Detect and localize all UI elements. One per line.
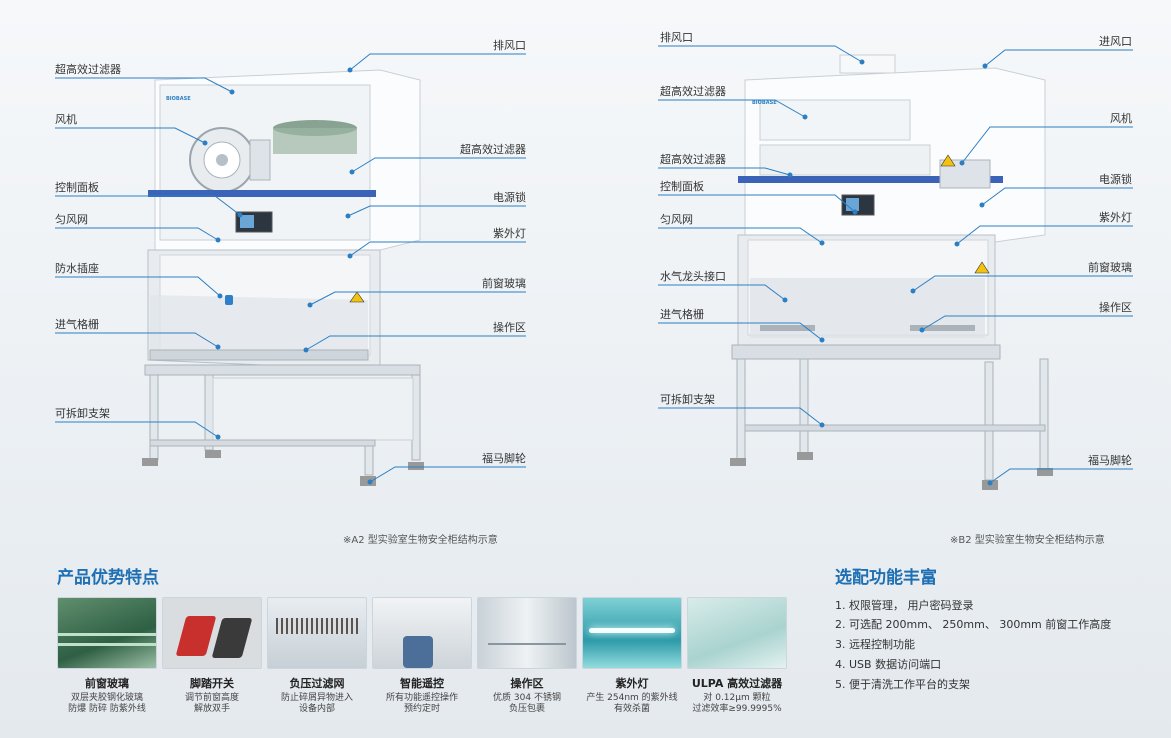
feature-ulpa-filter: ULPA 高效过滤器 对 0.12μm 颗粒 过滤效率≥99.9995% xyxy=(687,597,787,715)
a2-label-power-lock: 电源锁 xyxy=(493,191,526,204)
ulpa-filter-image xyxy=(687,597,787,669)
option-item: 5. 便于清洗工作平台的支架 xyxy=(835,678,970,691)
feature-desc: 预约定时 xyxy=(403,704,440,714)
feature-name: 负压过滤网 xyxy=(289,677,345,690)
feature-work-area: 操作区 优质 304 不锈钢 负压包裹 xyxy=(477,597,577,715)
b2-label-front-glass: 前窗玻璃 xyxy=(1088,261,1132,274)
b2-label-intake: 进风口 xyxy=(1099,35,1132,48)
features-title: 产品优势特点 xyxy=(57,568,159,588)
b2-label-diffuser: 匀风网 xyxy=(660,213,693,226)
a2-caption: ※A2 型实验室生物安全柜结构示意 xyxy=(343,535,498,546)
b2-label-grille: 进气格栅 xyxy=(660,308,704,321)
feature-negative-pressure-mesh: 负压过滤网 防止碎屑异物进入 设备内部 xyxy=(267,597,367,715)
b2-label-fan: 风机 xyxy=(1110,112,1132,125)
feature-desc: 解放双手 xyxy=(193,704,230,714)
a2-label-socket: 防水插座 xyxy=(55,262,99,275)
remote-image xyxy=(372,597,472,669)
options-title: 选配功能丰富 xyxy=(835,568,937,588)
feature-name: 脚踏开关 xyxy=(190,677,234,690)
feature-desc: 负压包裹 xyxy=(508,704,545,714)
feature-name: 紫外灯 xyxy=(615,677,649,690)
feature-desc: 过滤效率≥99.9995% xyxy=(692,704,782,714)
feature-remote-control: 智能遥控 所有功能遥控操作 预约定时 xyxy=(372,597,472,715)
a2-label-uv-lamp: 紫外灯 xyxy=(493,227,526,240)
b2-label-stand: 可拆卸支架 xyxy=(660,393,715,406)
b2-label-water-gas-tap: 水气龙头接口 xyxy=(660,270,726,283)
a2-label-ulpa-filter-top: 超高效过滤器 xyxy=(55,63,121,76)
option-item: 2. 可选配 200mm、 250mm、 300mm 前窗工作高度 xyxy=(835,618,1112,631)
glass-image xyxy=(57,597,157,669)
b2-cabinet-drawing xyxy=(730,54,1053,490)
feature-name: 操作区 xyxy=(510,677,544,690)
feature-desc: 有效杀菌 xyxy=(613,704,650,714)
work-area-image xyxy=(477,597,577,669)
feature-name: 智能遥控 xyxy=(400,677,444,690)
a2-label-casters: 福马脚轮 xyxy=(482,452,526,465)
option-item: 3. 远程控制功能 xyxy=(835,638,915,651)
option-item: 4. USB 数据访问端口 xyxy=(835,658,942,671)
feature-front-glass: 前窗玻璃 双层夹胶钢化玻璃 防爆 防碎 防紫外线 xyxy=(57,597,157,715)
b2-label-casters: 福马脚轮 xyxy=(1088,454,1132,467)
b2-label-work-area: 操作区 xyxy=(1099,301,1132,314)
b2-label-ulpa-filter: 超高效过滤器 xyxy=(660,153,726,166)
a2-label-work-area: 操作区 xyxy=(493,321,526,334)
a2-label-fan: 风机 xyxy=(55,113,77,126)
b2-label-exhaust: 排风口 xyxy=(660,31,693,44)
a2-label-stand: 可拆卸支架 xyxy=(55,407,110,420)
b2-label-ulpa-filter-top: 超高效过滤器 xyxy=(660,85,726,98)
b2-caption: ※B2 型实验室生物安全柜结构示意 xyxy=(950,535,1105,546)
feature-uv-lamp: 紫外灯 产生 254nm 的紫外线 有效杀菌 xyxy=(582,597,682,715)
a2-label-grille: 进气格栅 xyxy=(55,318,99,331)
feature-desc: 防止碎屑异物进入 xyxy=(280,693,353,703)
feature-desc: 防爆 防碎 防紫外线 xyxy=(68,704,146,714)
a2-label-exhaust: 排风口 xyxy=(493,39,526,52)
option-item: 1. 权限管理， 用户密码登录 xyxy=(835,599,974,612)
foot-switch-image xyxy=(162,597,262,669)
feature-desc: 调节前窗高度 xyxy=(184,693,239,703)
b2-label-power-lock: 电源锁 xyxy=(1099,173,1132,186)
feature-desc: 所有功能遥控操作 xyxy=(385,693,458,703)
a2-label-front-glass: 前窗玻璃 xyxy=(482,277,526,290)
feature-name: 前窗玻璃 xyxy=(85,677,129,690)
feature-foot-switch: 脚踏开关 调节前窗高度 解放双手 xyxy=(162,597,262,715)
a2-label-ulpa-filter: 超高效过滤器 xyxy=(460,143,526,156)
uv-lamp-image xyxy=(582,597,682,669)
feature-desc: 双层夹胶钢化玻璃 xyxy=(70,693,143,703)
a2-cabinet-drawing xyxy=(142,69,424,486)
a2-leader-lines xyxy=(55,53,526,485)
b2-brand-logo: BIOBASE xyxy=(752,100,777,106)
feature-desc: 设备内部 xyxy=(298,704,335,714)
feature-desc: 对 0.12μm 颗粒 xyxy=(703,693,771,703)
feature-name: ULPA 高效过滤器 xyxy=(691,677,783,690)
b2-label-uv-lamp: 紫外灯 xyxy=(1099,211,1132,224)
mesh-image xyxy=(267,597,367,669)
b2-leader-lines xyxy=(658,45,1133,486)
a2-label-diffuser: 匀风网 xyxy=(55,213,88,226)
feature-desc: 优质 304 不锈钢 xyxy=(493,693,561,703)
feature-desc: 产生 254nm 的紫外线 xyxy=(586,693,678,703)
a2-label-control-panel: 控制面板 xyxy=(55,181,99,194)
a2-brand-logo: BIOBASE xyxy=(166,96,191,102)
b2-label-control-panel: 控制面板 xyxy=(660,180,704,193)
